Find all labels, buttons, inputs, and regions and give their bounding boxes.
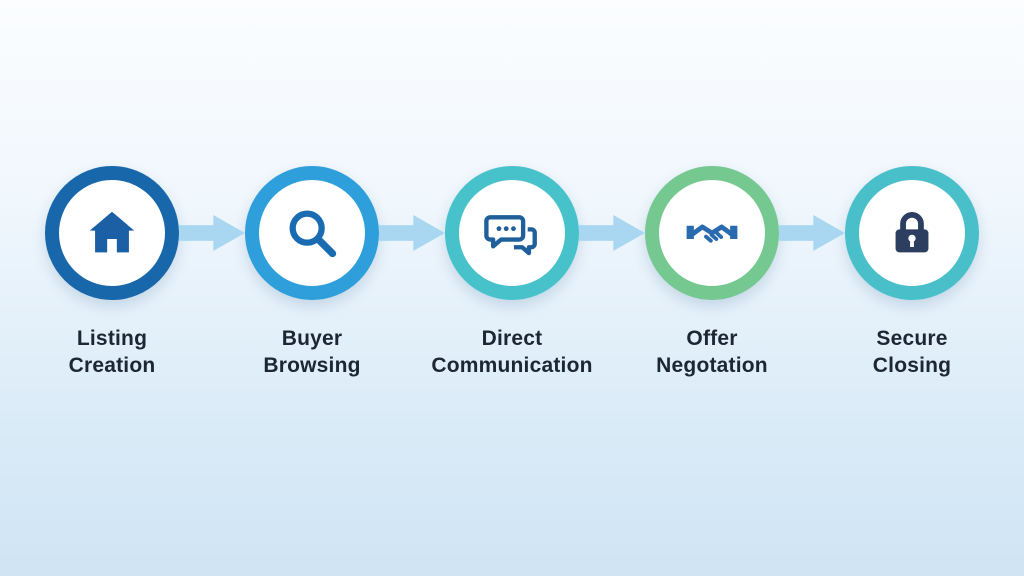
chat-bubbles-icon <box>484 215 537 256</box>
step-circle <box>645 166 779 300</box>
step-label-line2: Communication <box>431 353 593 377</box>
step-offer-negotation: Offer Negotation <box>645 166 779 380</box>
step-listing-creation: Listing Creation <box>45 166 179 380</box>
lock-icon <box>895 211 929 253</box>
step-label-line1: Offer <box>686 327 738 350</box>
step-buyer-browsing: Buyer Browsing <box>245 166 379 380</box>
step-label-line1: Direct <box>481 327 543 350</box>
flow-arrow-icon <box>179 215 245 251</box>
step-label-line2: Browsing <box>263 353 361 377</box>
step-label-line1: Listing <box>76 327 148 350</box>
step-label-line2: Closing <box>872 353 952 377</box>
step-circle <box>245 166 379 300</box>
step-label: Offer Negotation <box>602 326 822 380</box>
step-secure-closing: Secure Closing <box>845 166 979 380</box>
flow-arrow-icon <box>379 215 445 251</box>
step-circle <box>445 166 579 300</box>
step-label: Buyer Browsing <box>202 326 422 380</box>
step-direct-communication: Direct Communication <box>431 166 592 380</box>
flow-row: Listing Creation Buyer Browsing <box>45 166 979 380</box>
step-label: Direct Communication <box>402 326 622 380</box>
step-label: Secure Closing <box>802 326 1022 380</box>
handshake-icon <box>686 224 738 243</box>
flow-arrow-icon <box>779 215 845 251</box>
step-circle <box>45 166 179 300</box>
step-label-line2: Negotation <box>656 353 768 377</box>
home-icon <box>89 211 135 253</box>
step-circle <box>845 166 979 300</box>
step-label-line1: Secure <box>876 327 948 350</box>
step-label-line1: Buyer <box>281 327 343 350</box>
step-label-line2: Creation <box>68 353 156 377</box>
step-label: Listing Creation <box>2 326 222 380</box>
search-icon <box>289 210 337 258</box>
flow-arrow-icon <box>579 215 645 251</box>
